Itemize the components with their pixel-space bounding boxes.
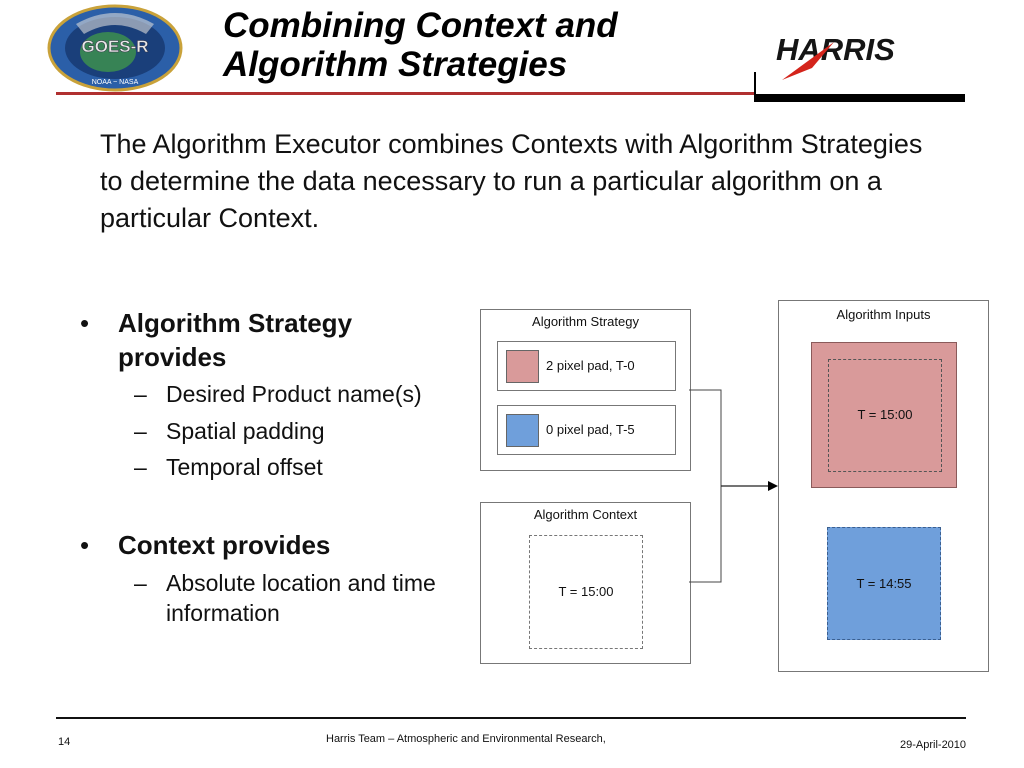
harris-swoosh-icon	[782, 42, 834, 80]
algorithm-inputs-title: Algorithm Inputs	[836, 307, 931, 322]
strategy-item-blue: 0 pixel pad, T-5	[497, 405, 676, 455]
harris-logo-text: HARRIS	[776, 32, 895, 67]
input-red-region: T = 15:00	[811, 342, 957, 488]
slide-title-line2: Algorithm Strategies	[223, 45, 568, 84]
algorithm-strategy-box: Algorithm Strategy 2 pixel pad, T-0 0 pi…	[480, 309, 691, 471]
goes-r-logo: GOES-R NOAA ~ NASA	[47, 4, 183, 92]
input-blue-time: T = 14:55	[856, 576, 912, 591]
algorithm-context-title: Algorithm Context	[533, 507, 638, 522]
bullet-strategy-line2: provides	[118, 342, 227, 372]
page-number: 14	[58, 736, 71, 748]
slide-title-line1: Combining Context and	[223, 6, 618, 45]
intro-paragraph: The Algorithm Executor combines Contexts…	[100, 129, 923, 233]
slide-title: Combining Context and Algorithm Strategi…	[223, 6, 743, 84]
arrow-head-icon	[768, 481, 778, 491]
input-blue-region: T = 14:55	[827, 527, 941, 640]
header-bar	[754, 94, 965, 102]
algorithm-strategy-title: Algorithm Strategy	[532, 314, 639, 329]
input-red-time: T = 15:00	[857, 407, 913, 422]
strategy-item-red-label: 2 pixel pad, T-0	[546, 358, 635, 373]
connector-lines	[689, 389, 778, 583]
algorithm-inputs-box: Algorithm Inputs T = 15:00 T = 14:55	[778, 300, 989, 672]
context-time: T = 15:00	[558, 584, 614, 599]
harris-logo: HARRIS	[776, 32, 895, 80]
footer-credit: Harris Team – Atmospheric and Environmen…	[326, 733, 606, 745]
footer-date: 29-April-2010	[900, 739, 967, 751]
bullet-strategy-line1: Algorithm Strategy	[118, 308, 353, 338]
input-red-inner-region: T = 15:00	[828, 359, 942, 472]
bullet-dot-icon: •	[80, 530, 90, 560]
strategy-item-blue-label: 0 pixel pad, T-5	[546, 422, 635, 437]
blue-swatch	[506, 414, 539, 447]
header-divider	[754, 72, 756, 102]
footer-divider	[56, 717, 966, 719]
bullet-context-line1: Context provides	[118, 530, 331, 560]
goes-r-text: GOES-R	[81, 37, 148, 56]
goes-r-agency-text: NOAA ~ NASA	[92, 79, 139, 86]
red-swatch	[506, 350, 539, 383]
algorithm-context-box: Algorithm Context T = 15:00	[480, 502, 691, 664]
context-region: T = 15:00	[529, 535, 643, 649]
strategy-item-red: 2 pixel pad, T-0	[497, 341, 676, 391]
title-underline	[56, 92, 756, 95]
bullet-dot-icon: •	[80, 308, 90, 338]
